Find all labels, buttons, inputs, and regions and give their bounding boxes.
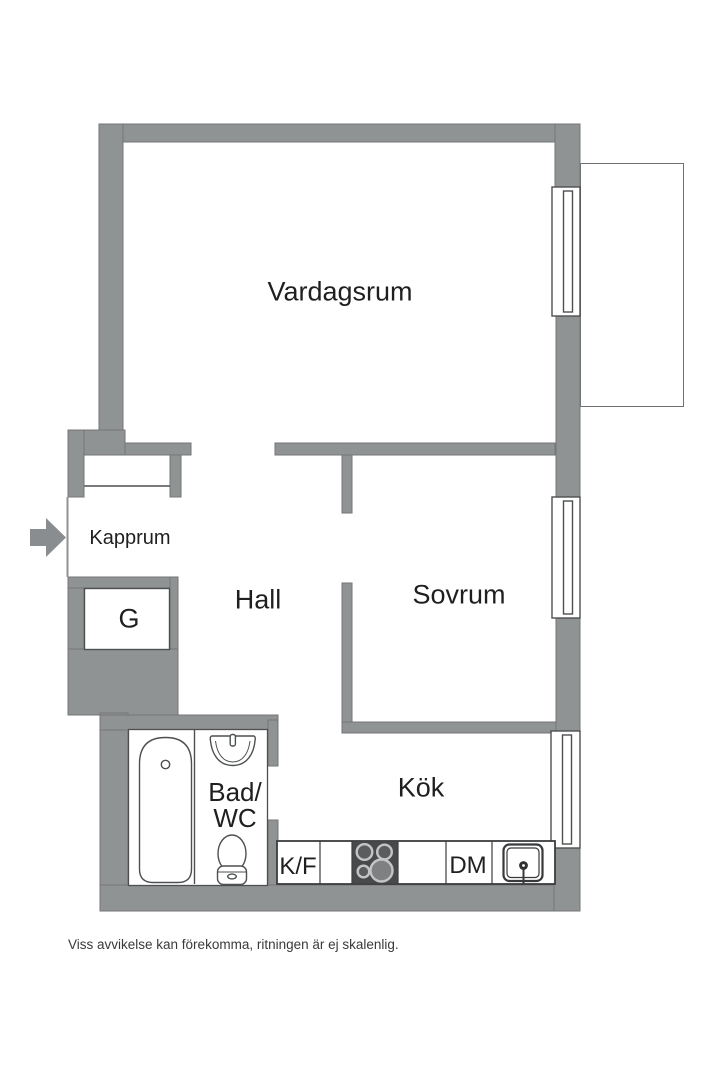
room-label-hall: Hall (234, 584, 282, 615)
kitchen-sink-icon (502, 843, 544, 884)
wardrobe-g-box (83, 587, 171, 651)
window-glazing (562, 500, 574, 615)
window-glazing (562, 190, 574, 313)
wall-left-upper (98, 123, 124, 445)
wall-kapprum-west (67, 429, 85, 498)
wall-g-top (67, 576, 179, 589)
wall-bottom (99, 884, 581, 912)
wall-g-stub (169, 576, 179, 651)
entrance-arrow-icon (30, 518, 66, 557)
wall-closet-top (124, 442, 192, 456)
window-sovrum-icon (551, 496, 581, 619)
wall-right-1 (554, 123, 581, 188)
window-glazing (561, 734, 573, 845)
wall-bath-stub-top (267, 719, 279, 767)
window-kok-icon (550, 730, 581, 849)
room-label-bad-line1: Bad/ (208, 777, 262, 807)
room-label-sovrum: Sovrum (412, 579, 506, 610)
stove-icon (352, 841, 398, 884)
walls (67, 123, 581, 912)
balcony-outline (580, 163, 684, 407)
toilet-icon (216, 834, 248, 886)
burner (376, 843, 394, 861)
room-label-kok: Kök (397, 772, 445, 803)
dishwasher-label: DM (449, 852, 487, 879)
washbasin-bowl (209, 735, 256, 767)
bathtub-outline (138, 736, 193, 884)
bathtub-icon (138, 736, 193, 884)
wardrobe-label: G (118, 603, 140, 634)
window-vardagsrum-icon (551, 186, 581, 317)
wall-g-mass (67, 648, 179, 716)
toilet-button (226, 873, 237, 880)
bathtub-drain (160, 759, 171, 770)
washbasin-tap (229, 733, 237, 747)
room-label-bad-wc: Bad/ WC (208, 779, 262, 831)
sink-tap-dot (522, 864, 525, 867)
washbasin-icon (209, 733, 256, 767)
wall-right-4 (553, 847, 581, 912)
room-label-vardagsrum: Vardagsrum (267, 276, 413, 307)
burner (369, 858, 394, 883)
room-label-kapprum: Kapprum (89, 527, 171, 549)
room-label-wc-line2: WC (213, 803, 257, 833)
wall-sovrum-south (341, 721, 557, 734)
wall-sovrum-west (341, 582, 353, 734)
wall-top (98, 123, 581, 143)
wall-sovrum-stub (341, 454, 353, 514)
disclaimer-text: Viss avvikelse kan förekomma, ritningen … (68, 937, 399, 952)
wall-right-3 (555, 617, 581, 732)
fridge-freezer-label: K/F (279, 853, 317, 880)
wall-bath-west (99, 712, 129, 888)
wall-right-2 (555, 313, 581, 498)
burner (355, 843, 374, 862)
burner (356, 864, 371, 879)
wall-bath-top (99, 714, 279, 731)
washbasin-inner-line (215, 740, 251, 763)
kitchen-counter (276, 840, 556, 885)
wall-vardagsrum-south (274, 442, 556, 456)
wall-closet-stub (169, 454, 182, 498)
